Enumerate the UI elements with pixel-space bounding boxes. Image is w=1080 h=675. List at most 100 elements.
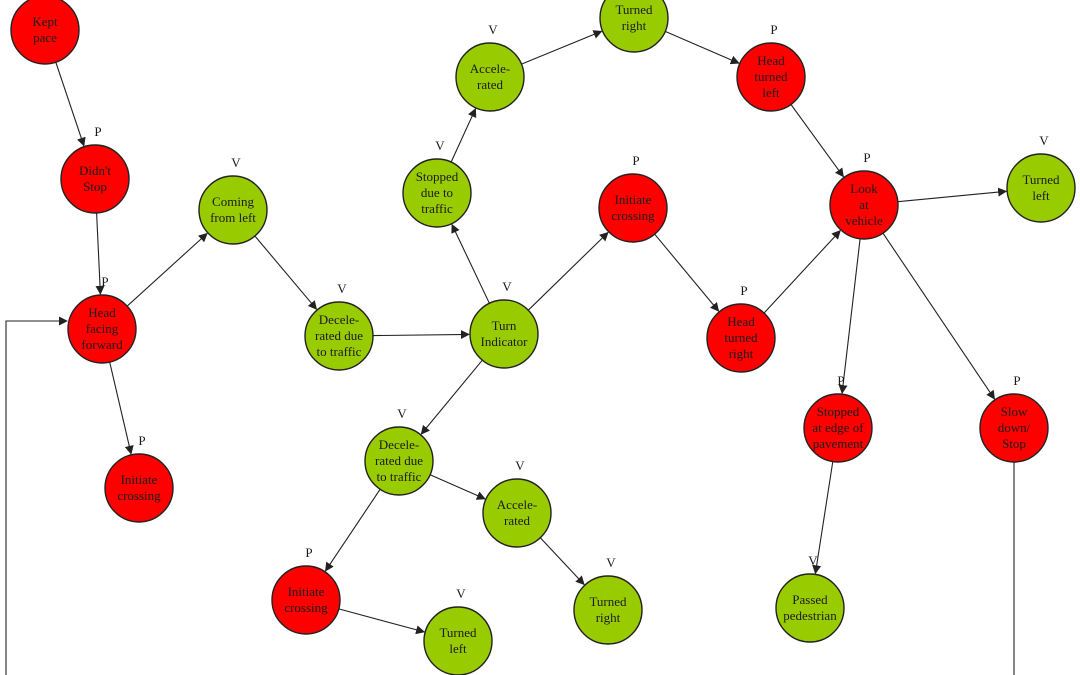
node-label-line: crossing bbox=[117, 488, 161, 503]
node-circle bbox=[60, 144, 130, 214]
node-label-line: turned bbox=[724, 330, 758, 345]
node-type-tag: V bbox=[808, 553, 818, 568]
node-circle bbox=[455, 42, 525, 112]
node-label-line: pavement bbox=[813, 436, 864, 451]
node-circle bbox=[803, 393, 873, 463]
node-label-line: facing bbox=[86, 321, 119, 336]
edge-look-at-vehicle-to-stopped-at-edge bbox=[838, 238, 861, 395]
node-circle bbox=[1006, 153, 1076, 223]
edge-look-at-vehicle-to-slow-down-stop bbox=[882, 232, 996, 400]
node-label-line: due to bbox=[421, 185, 453, 200]
node-type-tag: P bbox=[863, 150, 870, 165]
node-type-tag: P bbox=[837, 373, 844, 388]
node-type-tag: V bbox=[337, 281, 347, 296]
nodes-layer: KeptpaceDidn'tStopPHeadfacingforwardPIni… bbox=[10, 0, 1076, 675]
edge-head-turned-left-to-look-at-vehicle bbox=[790, 104, 844, 178]
node-label-line: rated due bbox=[315, 328, 363, 343]
node-label-line: right bbox=[729, 346, 754, 361]
node-accelerated-1: Accele-rated V bbox=[455, 22, 525, 112]
node-circle bbox=[829, 170, 899, 240]
node-type-tag: V bbox=[231, 155, 241, 170]
node-circle bbox=[736, 42, 806, 112]
node-label-line: Didn't bbox=[79, 163, 111, 178]
node-type-tag: P bbox=[770, 22, 777, 37]
node-circle bbox=[598, 173, 668, 243]
node-label-line: rated bbox=[504, 513, 530, 528]
node-label-line: rated bbox=[477, 77, 503, 92]
node-label-line: Stop bbox=[1002, 436, 1026, 451]
node-type-tag: V bbox=[1039, 133, 1049, 148]
node-circle bbox=[775, 573, 845, 643]
node-label-line: Decele- bbox=[379, 437, 419, 452]
node-circle bbox=[67, 294, 137, 364]
node-circle bbox=[304, 301, 374, 371]
node-type-tag: V bbox=[606, 555, 616, 570]
node-type-tag: P bbox=[138, 433, 145, 448]
node-label-line: down/ bbox=[998, 420, 1031, 435]
node-type-tag: V bbox=[488, 22, 498, 37]
node-circle bbox=[469, 299, 539, 369]
edge-accelerated-2-to-turned-right-2 bbox=[539, 537, 585, 586]
node-type-tag: P bbox=[1013, 373, 1020, 388]
edge-stopped-at-edge-to-passed-pedestrian bbox=[812, 461, 834, 575]
node-label-line: crossing bbox=[611, 208, 655, 223]
node-circle bbox=[198, 175, 268, 245]
node-circle bbox=[364, 426, 434, 496]
edge-turned-right-1-to-head-turned-left bbox=[664, 30, 740, 65]
node-label-line: vehicle bbox=[845, 213, 883, 228]
node-circle bbox=[706, 303, 776, 373]
node-label-line: Kept bbox=[32, 14, 58, 29]
node-circle bbox=[402, 158, 472, 228]
edge-head-facing-forward-to-initiate-crossing-1 bbox=[109, 361, 134, 455]
edge-decelerated-2-to-accelerated-2 bbox=[429, 474, 486, 500]
node-type-tag: P bbox=[740, 283, 747, 298]
edge-decelerated-1-to-turn-indicator bbox=[372, 330, 470, 340]
edge-didnt-stop-to-head-facing-forward bbox=[95, 212, 105, 295]
node-label-line: rated due bbox=[375, 453, 423, 468]
node-label-line: left bbox=[449, 641, 467, 656]
node-label-line: Accele- bbox=[470, 61, 510, 76]
node-label-line: from left bbox=[210, 210, 256, 225]
edge-turn-indicator-to-initiate-crossing-2 bbox=[527, 231, 609, 311]
loop-into-head-facing-forward bbox=[5, 316, 68, 675]
node-label-line: Head bbox=[88, 305, 116, 320]
edge-stopped-due-to-traffic-to-accelerated-1 bbox=[450, 107, 477, 163]
node-circle bbox=[10, 0, 80, 65]
node-label-line: Slow bbox=[1001, 404, 1028, 419]
node-label-line: left bbox=[1032, 188, 1050, 203]
edge-head-turned-right-to-look-at-vehicle bbox=[763, 230, 841, 314]
node-label-line: at edge of bbox=[812, 420, 864, 435]
node-label-line: Turned bbox=[615, 2, 653, 17]
node-circle bbox=[979, 393, 1049, 463]
node-label-line: right bbox=[596, 610, 621, 625]
node-circle bbox=[482, 478, 552, 548]
edge-kept-pace-to-didnt-stop bbox=[55, 62, 86, 147]
node-label-line: to traffic bbox=[377, 469, 422, 484]
node-label-line: Decele- bbox=[319, 312, 359, 327]
node-label-line: Coming bbox=[212, 194, 254, 209]
node-circle bbox=[599, 0, 669, 53]
node-type-tag: P bbox=[101, 274, 108, 289]
node-label-line: Initiate bbox=[615, 192, 652, 207]
node-label-line: Head bbox=[727, 314, 755, 329]
node-type-tag: V bbox=[397, 406, 407, 421]
node-type-tag: V bbox=[502, 279, 512, 294]
edge-initiate-crossing-3-to-turned-left-2 bbox=[338, 608, 426, 635]
node-label-line: forward bbox=[81, 337, 123, 352]
node-label-line: Turned bbox=[1022, 172, 1060, 187]
